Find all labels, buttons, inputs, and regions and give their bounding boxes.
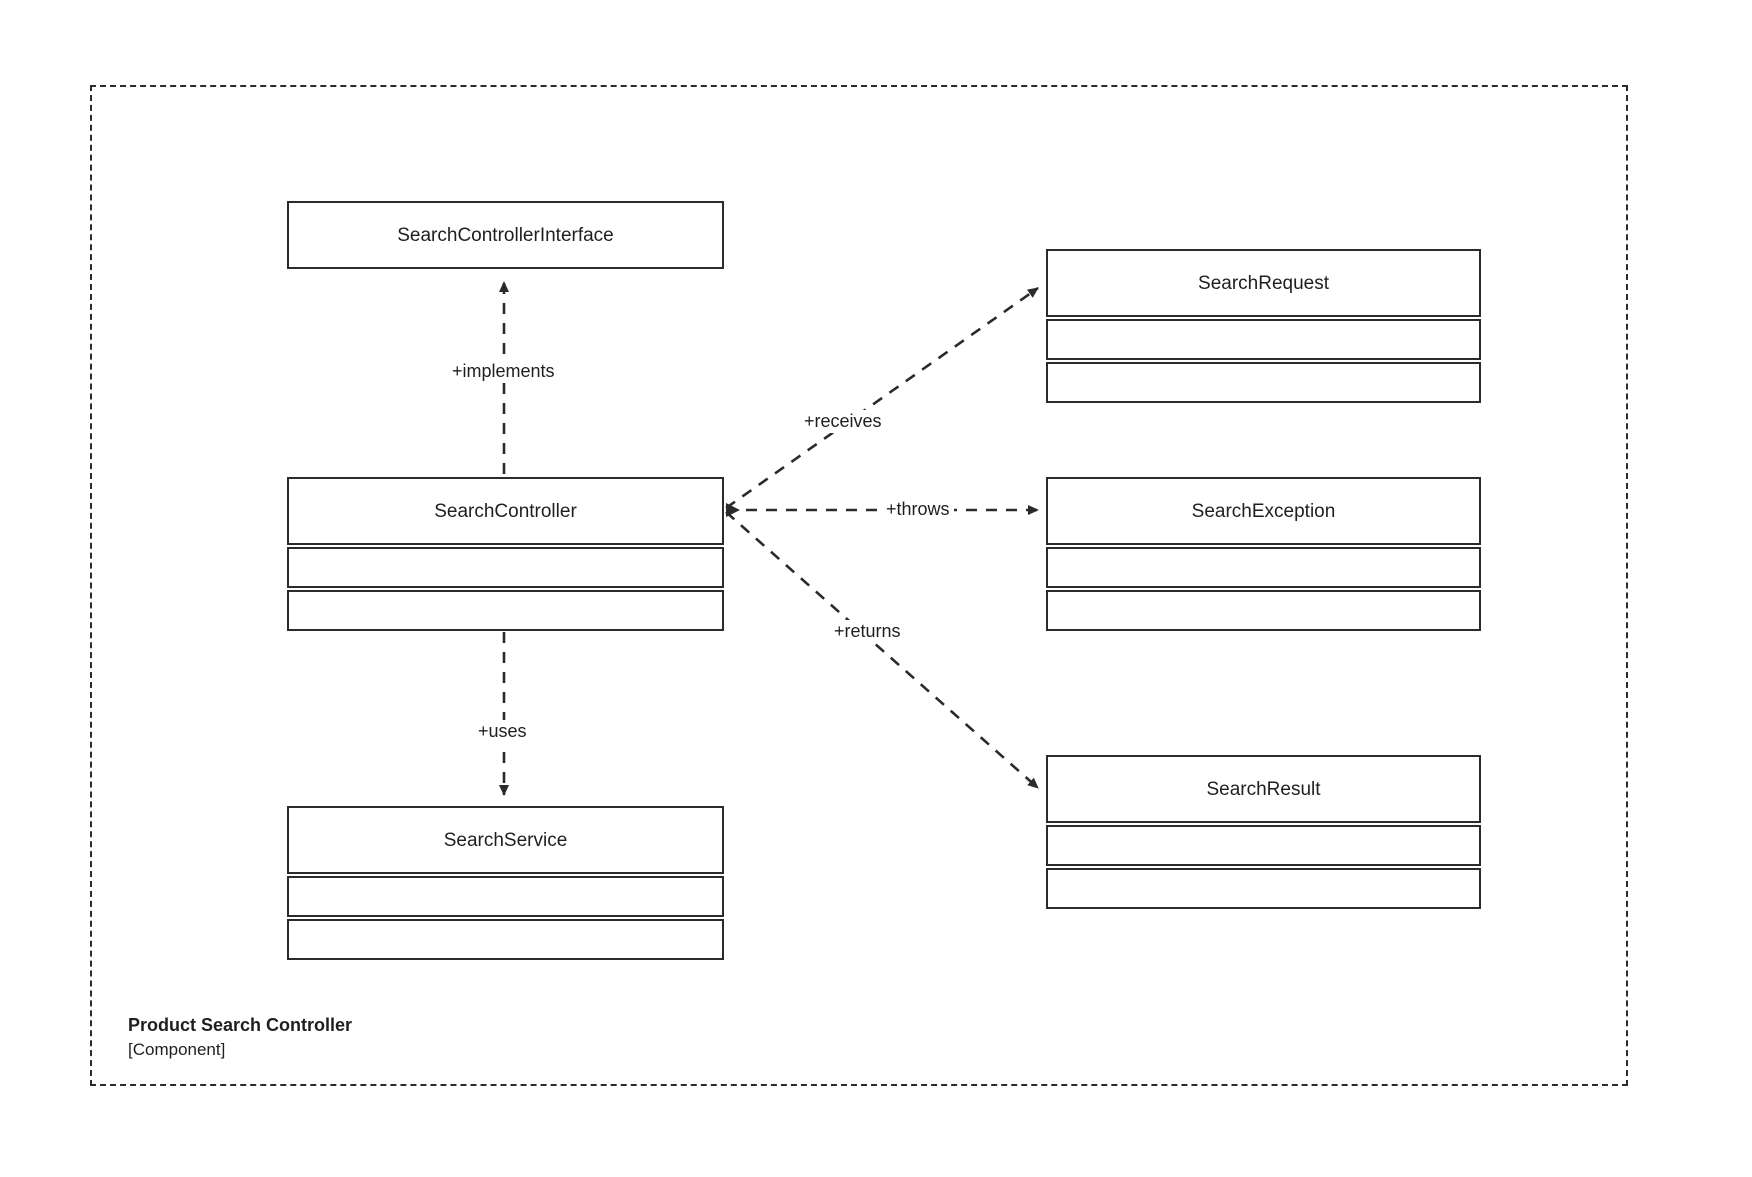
- class-attributes-compartment: [1046, 825, 1481, 866]
- component-caption: Product Search Controller [Component]: [128, 1012, 352, 1063]
- class-operations-compartment: [1046, 362, 1481, 403]
- class-box-search-controller[interactable]: SearchController: [287, 477, 724, 631]
- class-box-search-result[interactable]: SearchResult: [1046, 755, 1481, 909]
- class-title-compartment: SearchService: [287, 806, 724, 874]
- class-attributes-compartment: [287, 876, 724, 917]
- class-name: SearchControllerInterface: [397, 224, 614, 246]
- class-attributes-compartment: [1046, 547, 1481, 588]
- component-type: [Component]: [128, 1040, 226, 1060]
- edge-label-returns: +returns: [830, 620, 905, 643]
- class-operations-compartment: [1046, 590, 1481, 631]
- class-title-compartment: SearchControllerInterface: [287, 201, 724, 269]
- component-boundary: [90, 85, 1628, 1086]
- class-name: SearchService: [443, 829, 568, 851]
- class-box-search-service[interactable]: SearchService: [287, 806, 724, 960]
- class-box-search-exception[interactable]: SearchException: [1046, 477, 1481, 631]
- component-name: Product Search Controller: [128, 1015, 353, 1035]
- class-box-search-controller-interface[interactable]: SearchControllerInterface: [287, 201, 724, 269]
- edge-label-implements: +implements: [448, 360, 559, 383]
- edge-label-uses: +uses: [474, 720, 531, 743]
- class-title-compartment: SearchResult: [1046, 755, 1481, 823]
- class-attributes-compartment: [1046, 319, 1481, 360]
- class-name: SearchException: [1191, 500, 1336, 522]
- class-name: SearchResult: [1206, 778, 1321, 800]
- class-box-search-request[interactable]: SearchRequest: [1046, 249, 1481, 403]
- class-name: SearchRequest: [1198, 272, 1329, 294]
- class-attributes-compartment: [287, 547, 724, 588]
- class-title-compartment: SearchRequest: [1046, 249, 1481, 317]
- class-title-compartment: SearchException: [1046, 477, 1481, 545]
- class-name: SearchController: [434, 500, 577, 522]
- class-title-compartment: SearchController: [287, 477, 724, 545]
- class-operations-compartment: [287, 919, 724, 960]
- edge-label-throws: +throws: [882, 498, 954, 521]
- class-operations-compartment: [287, 590, 724, 631]
- edge-label-receives: +receives: [800, 410, 886, 433]
- class-operations-compartment: [1046, 868, 1481, 909]
